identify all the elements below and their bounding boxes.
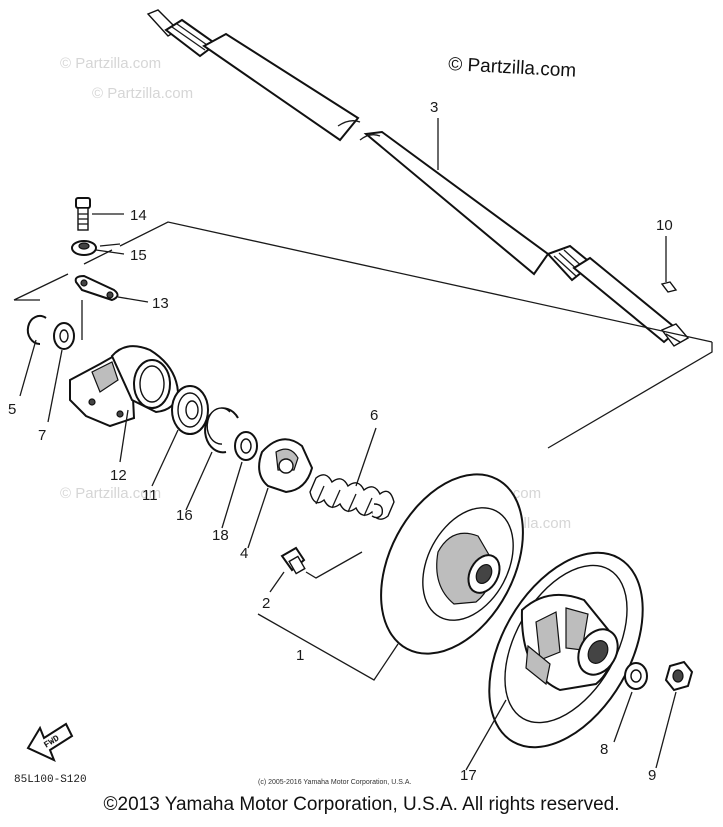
callout-10: 10: [656, 217, 673, 234]
callout-13: 13: [152, 295, 169, 312]
spring-part-6: [309, 474, 395, 520]
watermark-top-left-2: © Partzilla.com: [92, 85, 193, 102]
watermark-mid-left: © Partzilla.com: [60, 485, 161, 502]
washer-part-8: [624, 662, 648, 690]
callout-4: 4: [240, 545, 248, 562]
callout-14: 14: [130, 207, 147, 224]
callout-16: 16: [176, 507, 193, 524]
pin-part-10: [660, 281, 678, 293]
circlip-part-5: [26, 315, 47, 346]
washer-part-18: [234, 431, 258, 461]
shaft-part-3: [146, 9, 690, 347]
watermark-top-left: © Partzilla.com: [60, 55, 161, 72]
partzilla-brand: © Partzilla.com: [448, 54, 577, 82]
bearing-housing-part-12: [69, 345, 180, 428]
footer-copyright: ©2013 Yamaha Motor Corporation, U.S.A. A…: [103, 794, 620, 815]
nut-part-15: [71, 240, 97, 256]
callout-9: 9: [648, 767, 656, 784]
bolt-part-14: [75, 197, 91, 231]
callout-1: 1: [296, 647, 304, 664]
diagram-code: 85L100-S120: [14, 774, 87, 786]
bolt-part-2: [280, 546, 306, 575]
cam-part-4: [258, 438, 314, 494]
callout-8: 8: [600, 741, 608, 758]
nut-part-9: [664, 660, 694, 692]
callout-11: 11: [142, 487, 158, 504]
callout-7: 7: [38, 427, 46, 444]
callout-3: 3: [430, 99, 438, 116]
callout-15: 15: [130, 247, 147, 264]
callout-6: 6: [370, 407, 378, 424]
callout-5: 5: [8, 401, 16, 418]
callout-18: 18: [212, 527, 229, 544]
diagram-copyright: (c) 2005-2016 Yamaha Motor Corporation, …: [258, 779, 411, 786]
washer-part-7: [53, 322, 75, 350]
callout-17: 17: [460, 767, 477, 784]
fixed-sheave: [380, 473, 524, 655]
plate-part-13: [74, 274, 119, 302]
bearing-part-11: [171, 385, 209, 435]
callout-12: 12: [110, 467, 127, 484]
callout-2: 2: [262, 595, 270, 612]
sliding-sheave-part-17: [488, 551, 644, 749]
fwd-arrow-icon: [26, 722, 74, 762]
